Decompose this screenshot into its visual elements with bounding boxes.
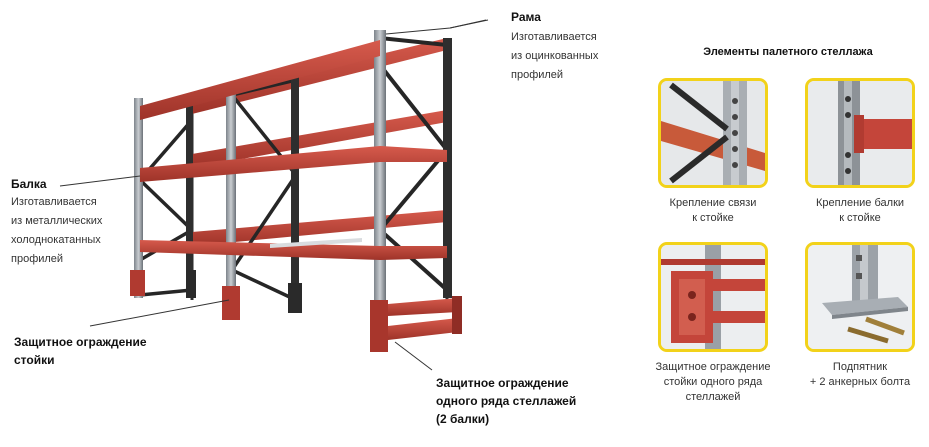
callout-line: профилей [11,253,64,265]
brace-joint-icon [661,81,765,185]
shelf-deck [270,238,362,248]
post-guards [130,270,302,320]
caption-post-guard: Защитное ограждение стойки одного ряда с… [633,360,793,405]
callout-line: стойки [14,353,55,367]
callout-line: Изготавливается [511,31,597,43]
right-frame-braces [378,36,449,292]
elements-panel-title: Элементы палетного стеллажа [703,46,873,58]
callout-line: Изготавливается [11,196,97,208]
baseplate-icon [808,245,912,349]
caption-line: Крепление балки [815,197,905,209]
callout-title: Рама [511,10,541,24]
caption-line: Подпятник [832,361,888,373]
caption-baseplate: Подпятник + 2 анкерных болта [780,360,929,390]
caption-line: стеллажей [685,391,741,403]
post-guard-icon [661,245,765,349]
callout-line: холоднокатанных [11,234,101,246]
beam-joint-icon [808,81,912,185]
callout-guard-post: Защитное ограждение стойки [14,333,147,369]
callout-guard-row: Защитное ограждение одного ряда стеллаже… [436,374,576,428]
caption-line: к стойке [692,212,734,224]
caption-line: стойки одного ряда [663,376,763,388]
callout-balka: Балка Изготавливается из металлических х… [11,177,102,269]
pallet-rack-illustration [59,19,489,371]
middle-frame-braces [230,78,298,302]
thumb-baseplate[interactable] [805,242,915,352]
left-frame-braces [138,103,194,297]
caption-line: к стойке [839,212,881,224]
thumb-post-guard[interactable] [658,242,768,352]
callout-line: из металлических [11,215,103,227]
callout-title: Балка [11,177,47,191]
callout-rama: Рама Изготавливается из оцинкованных про… [511,10,598,85]
row-guard [370,296,462,352]
caption-brace-joint: Крепление связи к стойке [633,196,793,226]
front-beams [140,40,447,260]
thumb-beam-joint[interactable] [805,78,915,188]
callout-lines [59,19,489,371]
caption-beam-joint: Крепление балки к стойке [780,196,929,226]
callout-line: профилей [511,69,564,81]
callout-line: из оцинкованных [511,50,599,62]
callout-line: одного ряда стеллажей [436,394,577,408]
callout-line: (2 балки) [436,412,490,426]
thumb-brace-joint[interactable] [658,78,768,188]
caption-line: Крепление связи [669,197,757,209]
caption-line: + 2 анкерных болта [809,376,911,388]
caption-line: Защитное ограждение [655,361,771,373]
callout-line: Защитное ограждение [436,376,569,390]
callout-line: Защитное ограждение [14,335,147,349]
